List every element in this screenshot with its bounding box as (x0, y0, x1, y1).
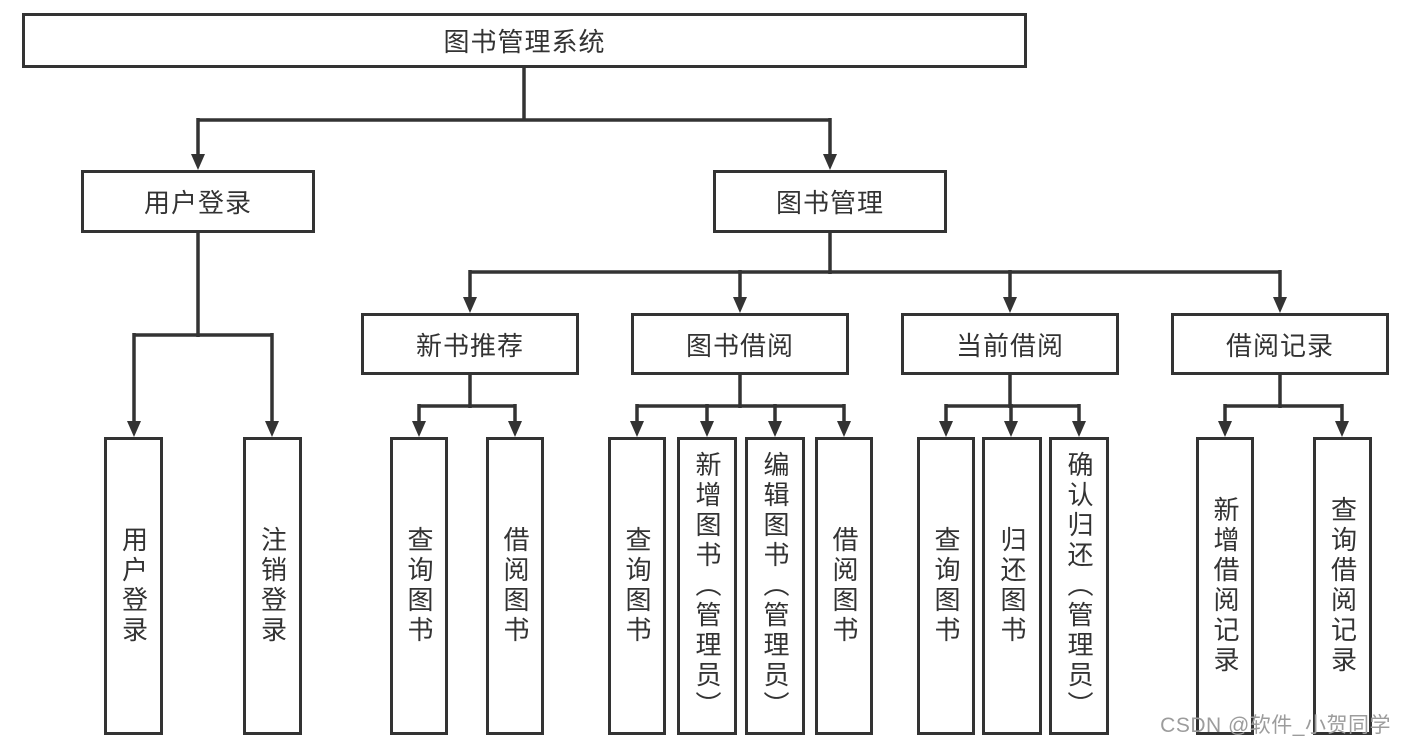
node-leaf-br-query-label: 查询借阅记录 (1327, 496, 1358, 676)
node-root: 图书管理系统 (22, 13, 1027, 68)
node-current-borrow: 当前借阅 (901, 313, 1119, 375)
arrow-book-borrow (733, 297, 747, 313)
edge-lines (132, 66, 1344, 424)
node-leaf-logout: 注销登录 (243, 437, 302, 735)
arrow-borrow-records (1273, 297, 1287, 313)
node-leaf-cb-return: 归还图书 (982, 437, 1042, 735)
node-leaf-br-add: 新增借阅记录 (1196, 437, 1254, 735)
arrow-nb-borrow (508, 421, 522, 437)
arrow-book-management (823, 154, 837, 170)
node-leaf-logout-label: 注销登录 (257, 526, 288, 646)
node-leaf-nb-query-label: 查询图书 (404, 526, 434, 646)
node-leaf-bb-edit: 编辑图书（管理员） (745, 437, 805, 735)
node-borrow-records: 借阅记录 (1171, 313, 1389, 375)
node-leaf-cb-query-label: 查询图书 (931, 526, 961, 646)
arrow-nb-query (412, 421, 426, 437)
node-leaf-bb-query-label: 查询图书 (622, 526, 652, 646)
node-leaf-user-login-label: 用户登录 (118, 526, 149, 646)
node-new-book-recommend: 新书推荐 (361, 313, 579, 375)
arrow-bb-borrow (837, 421, 851, 437)
node-book-management-label: 图书管理 (775, 188, 884, 218)
node-leaf-br-query: 查询借阅记录 (1313, 437, 1372, 735)
node-book-borrow-label: 图书借阅 (685, 330, 794, 361)
arrowheads (127, 154, 1349, 437)
node-leaf-user-login: 用户登录 (104, 437, 163, 735)
node-leaf-br-add-label: 新增借阅记录 (1210, 496, 1240, 676)
node-leaf-cb-confirm: 确认归还（管理员） (1049, 437, 1109, 735)
arrow-cb-query (939, 421, 953, 437)
arrow-cb-return (1004, 421, 1018, 437)
arrow-br-query (1335, 421, 1349, 437)
arrow-bb-query (630, 421, 644, 437)
node-leaf-nb-borrow: 借阅图书 (486, 437, 544, 735)
node-borrow-records-label: 借阅记录 (1225, 330, 1334, 361)
node-book-management: 图书管理 (713, 170, 947, 233)
node-leaf-bb-add: 新增图书（管理员） (677, 437, 737, 735)
arrow-bb-edit (768, 421, 782, 437)
node-leaf-bb-edit-label: 编辑图书（管理员） (760, 451, 790, 721)
node-leaf-cb-return-label: 归还图书 (997, 526, 1027, 646)
node-root-label: 图书管理系统 (443, 27, 606, 57)
node-new-book-recommend-label: 新书推荐 (415, 330, 524, 361)
node-leaf-cb-confirm-label: 确认归还（管理员） (1064, 451, 1094, 721)
node-current-borrow-label: 当前借阅 (955, 330, 1064, 361)
arrow-user-login-module (191, 154, 205, 170)
arrow-current-borrow (1003, 297, 1017, 313)
node-leaf-nb-borrow-label: 借阅图书 (500, 526, 530, 646)
node-leaf-nb-query: 查询图书 (390, 437, 448, 735)
node-leaf-bb-query: 查询图书 (608, 437, 666, 735)
csdn-watermark: CSDN @软件_小贺同学 (1160, 714, 1391, 737)
node-leaf-bb-borrow: 借阅图书 (815, 437, 873, 735)
node-leaf-bb-borrow-label: 借阅图书 (829, 526, 859, 646)
arrow-br-add (1218, 421, 1232, 437)
arrow-cb-confirm (1072, 421, 1086, 437)
node-user-login-module: 用户登录 (81, 170, 315, 233)
arrow-leaf-logout (265, 421, 279, 437)
arrow-bb-add (700, 421, 714, 437)
node-book-borrow: 图书借阅 (631, 313, 849, 375)
node-user-login-module-label: 用户登录 (143, 188, 252, 218)
node-leaf-bb-add-label: 新增图书（管理员） (692, 451, 722, 721)
node-leaf-cb-query: 查询图书 (917, 437, 975, 735)
arrow-new-book-recommend (463, 297, 477, 313)
arrow-leaf-user-login (127, 421, 141, 437)
